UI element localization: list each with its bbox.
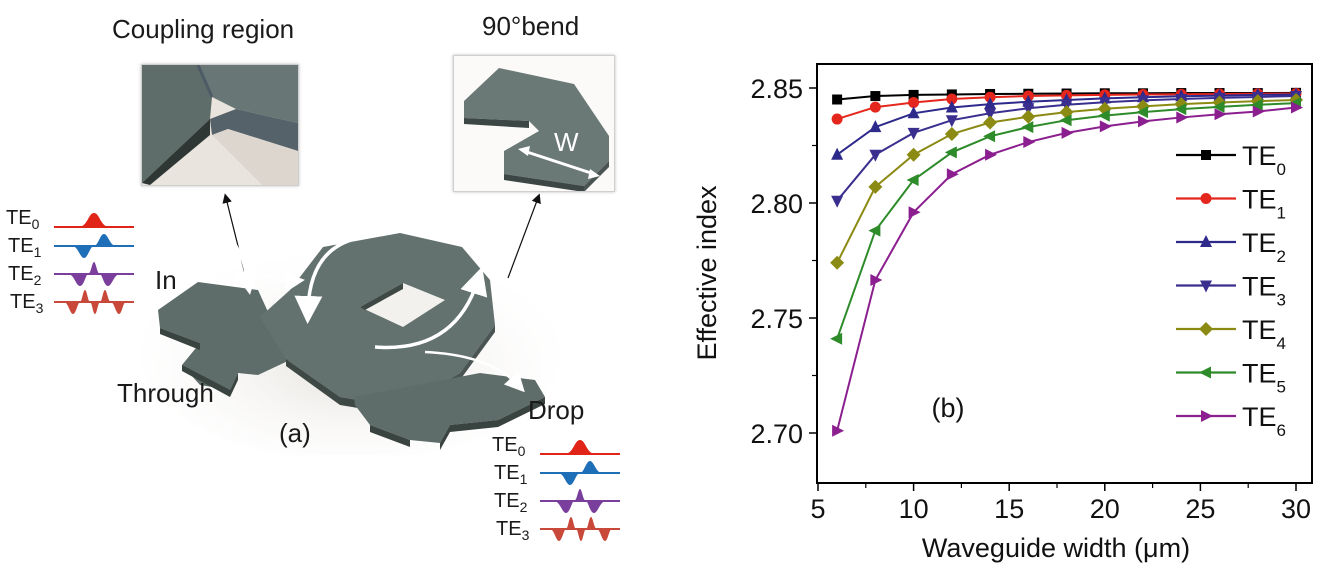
- drop-te2-profile-icon: [540, 489, 620, 513]
- te0-profile-icon: [54, 213, 134, 228]
- series-te6: [832, 101, 1303, 437]
- legend-item-te3: TE3: [1176, 272, 1286, 310]
- ring-arrow-right: [374, 266, 488, 350]
- y-tick-label: 2.70: [750, 419, 803, 449]
- y-tick-label: 2.85: [750, 74, 803, 104]
- x-tick-label: 10: [899, 494, 929, 524]
- drop-te3-profile-icon: [540, 517, 620, 541]
- panel-b-label: (b): [932, 393, 965, 423]
- drop-mode-label-3: TE3: [496, 518, 530, 543]
- bend-render: W: [464, 68, 609, 191]
- y-axis-label: Effective index: [692, 185, 722, 361]
- drop-te0-profile-icon: [540, 440, 620, 455]
- legend-item-te5: TE5: [1176, 359, 1286, 397]
- input-mode-label-2: TE2: [8, 263, 42, 288]
- y-tick-label: 2.75: [750, 304, 803, 334]
- drop-mode-label-0: TE0: [492, 434, 526, 459]
- x-axis-label: Waveguide width (μm): [922, 533, 1190, 563]
- svg-text:TE3: TE3: [1242, 272, 1286, 310]
- series-te4: [830, 92, 1303, 270]
- input-mode-legend: TE0 TE1 TE2 TE3: [6, 205, 146, 317]
- port-drop-label: Drop: [528, 395, 585, 425]
- coupling-arrow: [217, 232, 305, 293]
- legend-item-te1: TE1: [1176, 185, 1286, 223]
- svg-text:TE4: TE4: [1242, 315, 1286, 353]
- drop-mode-label-1: TE1: [494, 462, 528, 487]
- svg-text:TE0: TE0: [1242, 141, 1286, 179]
- drop-arrow: [424, 350, 525, 393]
- series-te5: [830, 97, 1301, 345]
- bend-inset: W: [453, 55, 615, 192]
- svg-text:TE6: TE6: [1242, 402, 1286, 440]
- svg-text:TE1: TE1: [1242, 185, 1286, 223]
- plot-frame: [816, 63, 1313, 484]
- x-tick-label: 25: [1185, 494, 1215, 524]
- input-mode-label-1: TE1: [8, 235, 42, 260]
- microring-device: [140, 231, 560, 455]
- legend-item-te2: TE2: [1176, 228, 1286, 266]
- port-in-label: In: [155, 265, 177, 295]
- te1-profile-icon: [54, 234, 134, 258]
- legend-item-te0: TE0: [1176, 141, 1286, 179]
- chart-axes: 2.70 2.75 2.80 2.85 5 10 15 20 25 30: [750, 63, 1313, 524]
- drop-mode-legend: TE0 TE1 TE2 TE3: [492, 432, 632, 544]
- legend-item-te6: TE6: [1176, 402, 1286, 440]
- x-tick-label: 5: [810, 494, 825, 524]
- x-tick-label: 15: [994, 494, 1024, 524]
- coupling-region-title: Coupling region: [112, 14, 295, 44]
- chart-series: [830, 87, 1303, 437]
- te3-profile-icon: [54, 290, 134, 314]
- x-tick-label: 20: [1090, 494, 1120, 524]
- x-tick-label: 30: [1281, 494, 1311, 524]
- coupling-region-inset: [141, 64, 299, 186]
- svg-text:TE5: TE5: [1242, 359, 1286, 397]
- bend-title: 90°bend: [482, 11, 580, 41]
- panel-a-label: (a): [279, 418, 311, 448]
- coupling-region-render: [142, 65, 298, 185]
- ring-arrow-left: [294, 235, 365, 324]
- port-through-label: Through: [117, 378, 214, 408]
- through-arrow: [217, 231, 258, 295]
- bend-pointer-arrow: [507, 193, 541, 279]
- svg-text:TE2: TE2: [1242, 228, 1286, 266]
- width-symbol: W: [554, 127, 579, 157]
- drop-mode-label-2: TE2: [494, 490, 528, 515]
- drop-te1-profile-icon: [540, 461, 620, 485]
- effective-index-chart: 2.70 2.75 2.80 2.85 5 10 15 20 25 30 TE0TE1TE2TE3…: [692, 63, 1313, 563]
- panel-a: Coupling region 90°bend W: [0, 0, 660, 570]
- input-mode-label-3: TE3: [10, 291, 44, 316]
- y-tick-label: 2.80: [750, 189, 803, 219]
- legend-item-te4: TE4: [1176, 315, 1286, 353]
- te2-profile-icon: [54, 262, 134, 286]
- input-mode-label-0: TE0: [6, 207, 40, 232]
